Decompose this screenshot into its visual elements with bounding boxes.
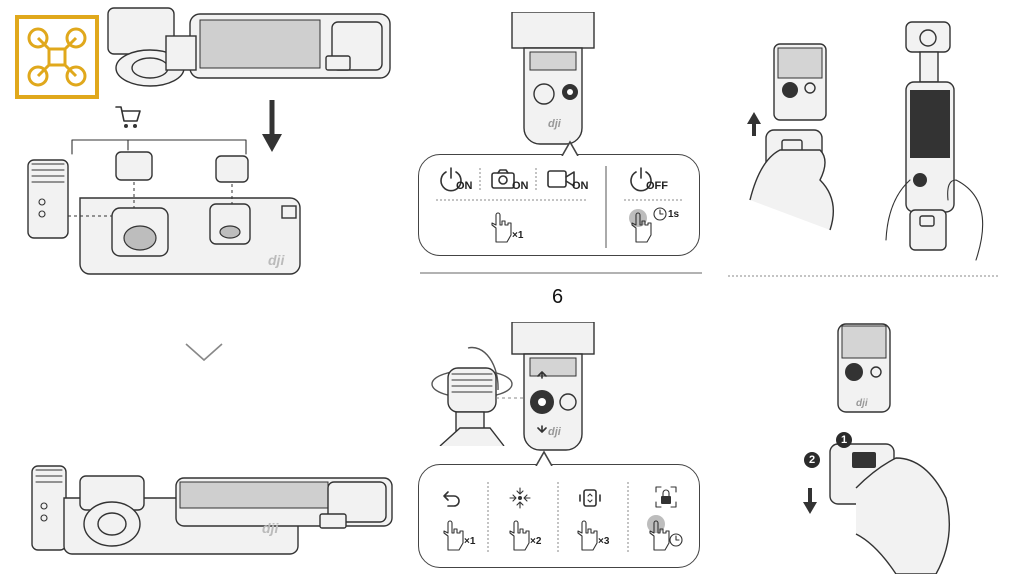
power-off-icon (628, 166, 654, 192)
down-arrow-icon (260, 98, 284, 154)
shopping-cart-icon (114, 104, 142, 130)
device-back-top-illustration (510, 12, 596, 150)
device-cover-removal-illustration (744, 40, 864, 240)
dotted-divider-right (728, 274, 1000, 278)
video-camera-icon (546, 168, 576, 190)
panel-pointer (560, 140, 580, 156)
power-on-icon (438, 166, 464, 192)
camera-gimbal-top-illustration (100, 6, 400, 96)
clock-icon (652, 206, 668, 222)
recenter-icon (508, 486, 532, 510)
recenter-press-label: ×2 (530, 536, 542, 547)
rotate-press-label: ×3 (598, 536, 610, 547)
press-count-label: ×1 (512, 230, 524, 241)
lock-icon (654, 485, 678, 509)
watermark-drone-icon (14, 14, 100, 100)
dji-logo-device-top: dji (548, 118, 561, 130)
device-small-illustration (834, 322, 894, 416)
accessory-bracket-line (70, 136, 250, 156)
gimbal-rotation-illustration (426, 346, 526, 446)
callout-badge-1: 1 (836, 432, 852, 448)
video-on-label: ON (572, 180, 589, 192)
hold-duration-label: 1s (668, 209, 680, 220)
panel-vertical-divider (604, 166, 608, 248)
dji-logo-right: dji (856, 398, 868, 409)
chevron-down-icon (184, 340, 224, 364)
assembled-camera-dock-illustration (28, 458, 400, 558)
press-hand-icon-rotate (574, 520, 600, 554)
joystick-dividers (418, 478, 700, 558)
press-hand-icon-back (440, 520, 466, 554)
rotate-screen-icon (578, 487, 602, 509)
handheld-camera-illustration (880, 20, 1000, 272)
dotted-separator (436, 198, 586, 202)
dotted-separator-off (624, 198, 684, 202)
hold-hand-icon-lock (644, 514, 674, 554)
dji-logo-device-bottom: dji (548, 426, 561, 438)
camera-icon (490, 168, 518, 190)
power-off-label: OFF (646, 180, 668, 192)
dji-logo-dock: dji (268, 252, 285, 268)
dji-logo-assembled: dji (262, 520, 279, 536)
horizontal-rule (420, 272, 702, 274)
item-dividers (478, 166, 598, 196)
press-hand-icon (488, 212, 514, 246)
clock-icon-lock (668, 532, 684, 548)
hold-hand-icon (626, 208, 656, 246)
device-back-bottom-illustration (510, 322, 596, 456)
back-arrow-icon (442, 488, 462, 508)
callout-badge-2: 2 (804, 452, 820, 468)
cover-attach-illustration (800, 428, 960, 574)
press-hand-icon-recenter (506, 520, 532, 554)
step-number: 6 (552, 286, 564, 308)
back-press-label: ×1 (464, 536, 476, 547)
power-on-label: ON (456, 180, 473, 192)
panel-pointer-bottom (534, 450, 554, 466)
power-instructions-panel (418, 154, 700, 256)
camera-on-label: ON (512, 180, 529, 192)
accessory-modules-illustration (24, 146, 324, 294)
